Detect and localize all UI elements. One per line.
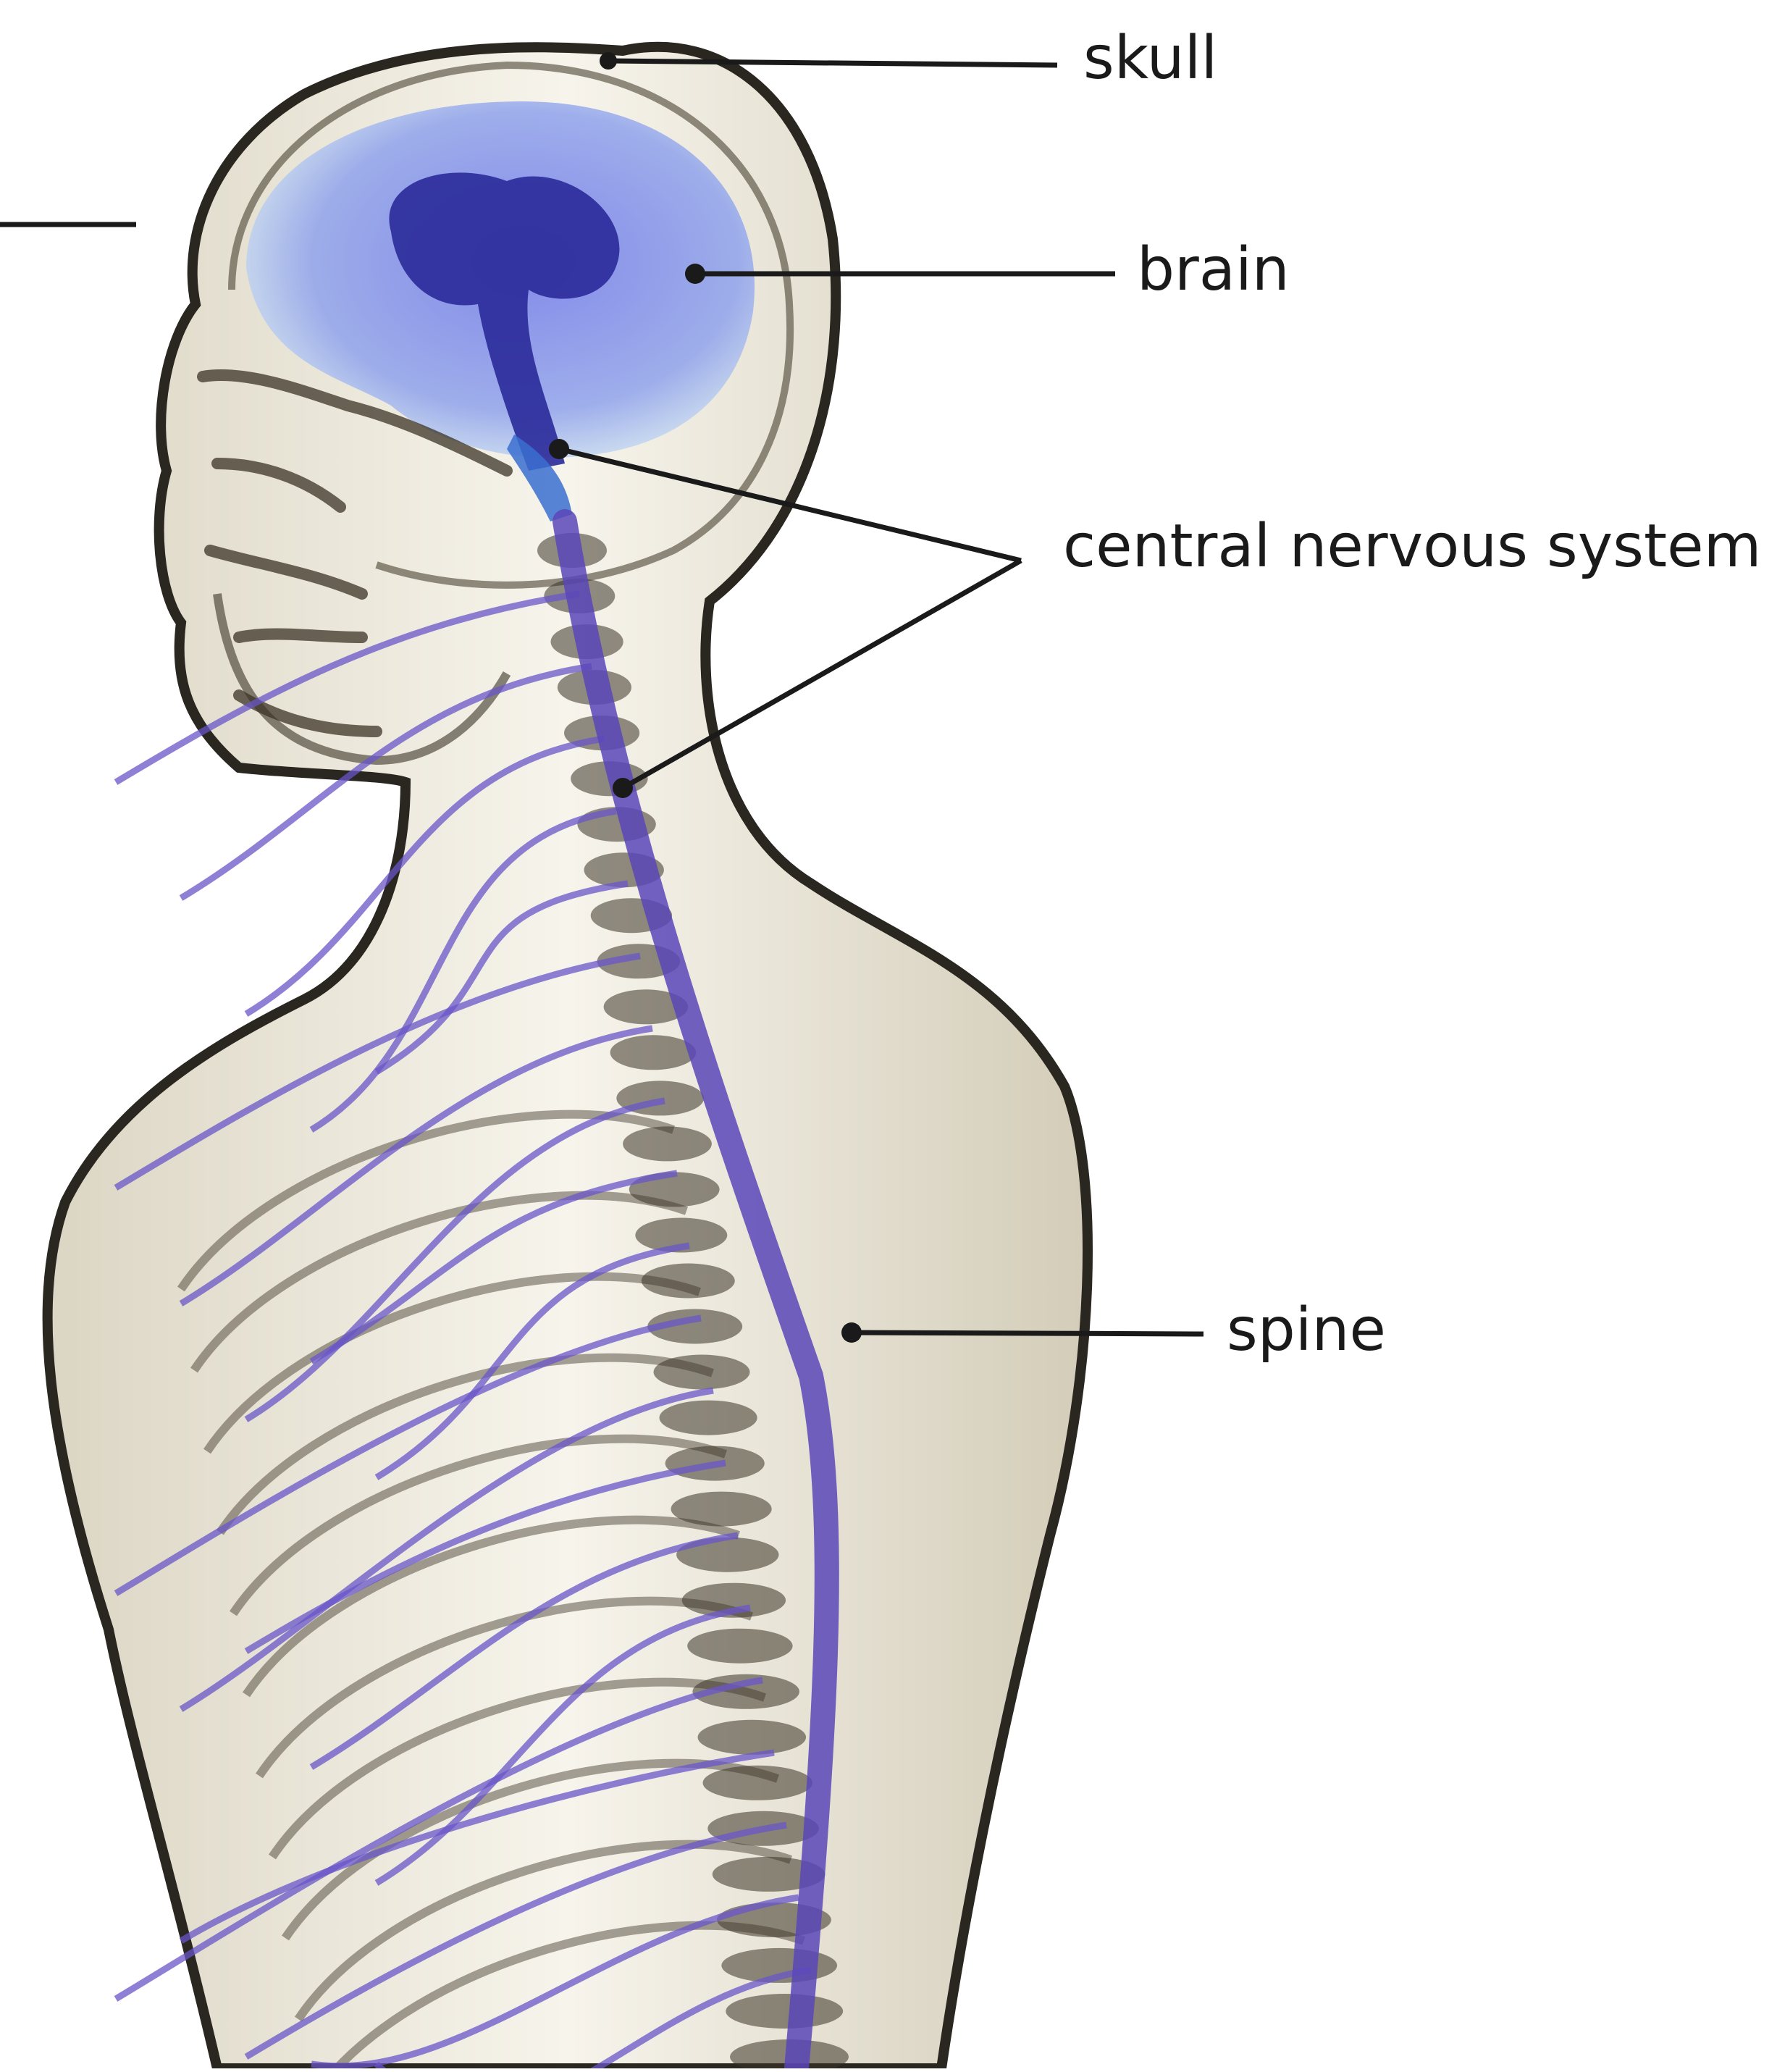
vertebra bbox=[726, 1994, 843, 2029]
leader-dot-brain bbox=[685, 264, 705, 284]
vertebra bbox=[698, 1720, 807, 1755]
label-skull: skull bbox=[1083, 29, 1217, 88]
label-brain: brain bbox=[1137, 240, 1290, 300]
leader-dot-skull bbox=[600, 52, 617, 70]
leader-dot-spine bbox=[841, 1322, 862, 1343]
vertebra bbox=[687, 1629, 792, 1664]
leader-line-spine bbox=[852, 1333, 1203, 1334]
vertebra bbox=[610, 1035, 697, 1070]
label-central-nervous-system: central nervous system bbox=[1063, 517, 1762, 576]
label-spine: spine bbox=[1227, 1301, 1386, 1360]
leader-dot-cns-lower bbox=[613, 778, 633, 798]
vertebra bbox=[660, 1401, 757, 1435]
leader-dot-cns-upper bbox=[549, 439, 569, 459]
